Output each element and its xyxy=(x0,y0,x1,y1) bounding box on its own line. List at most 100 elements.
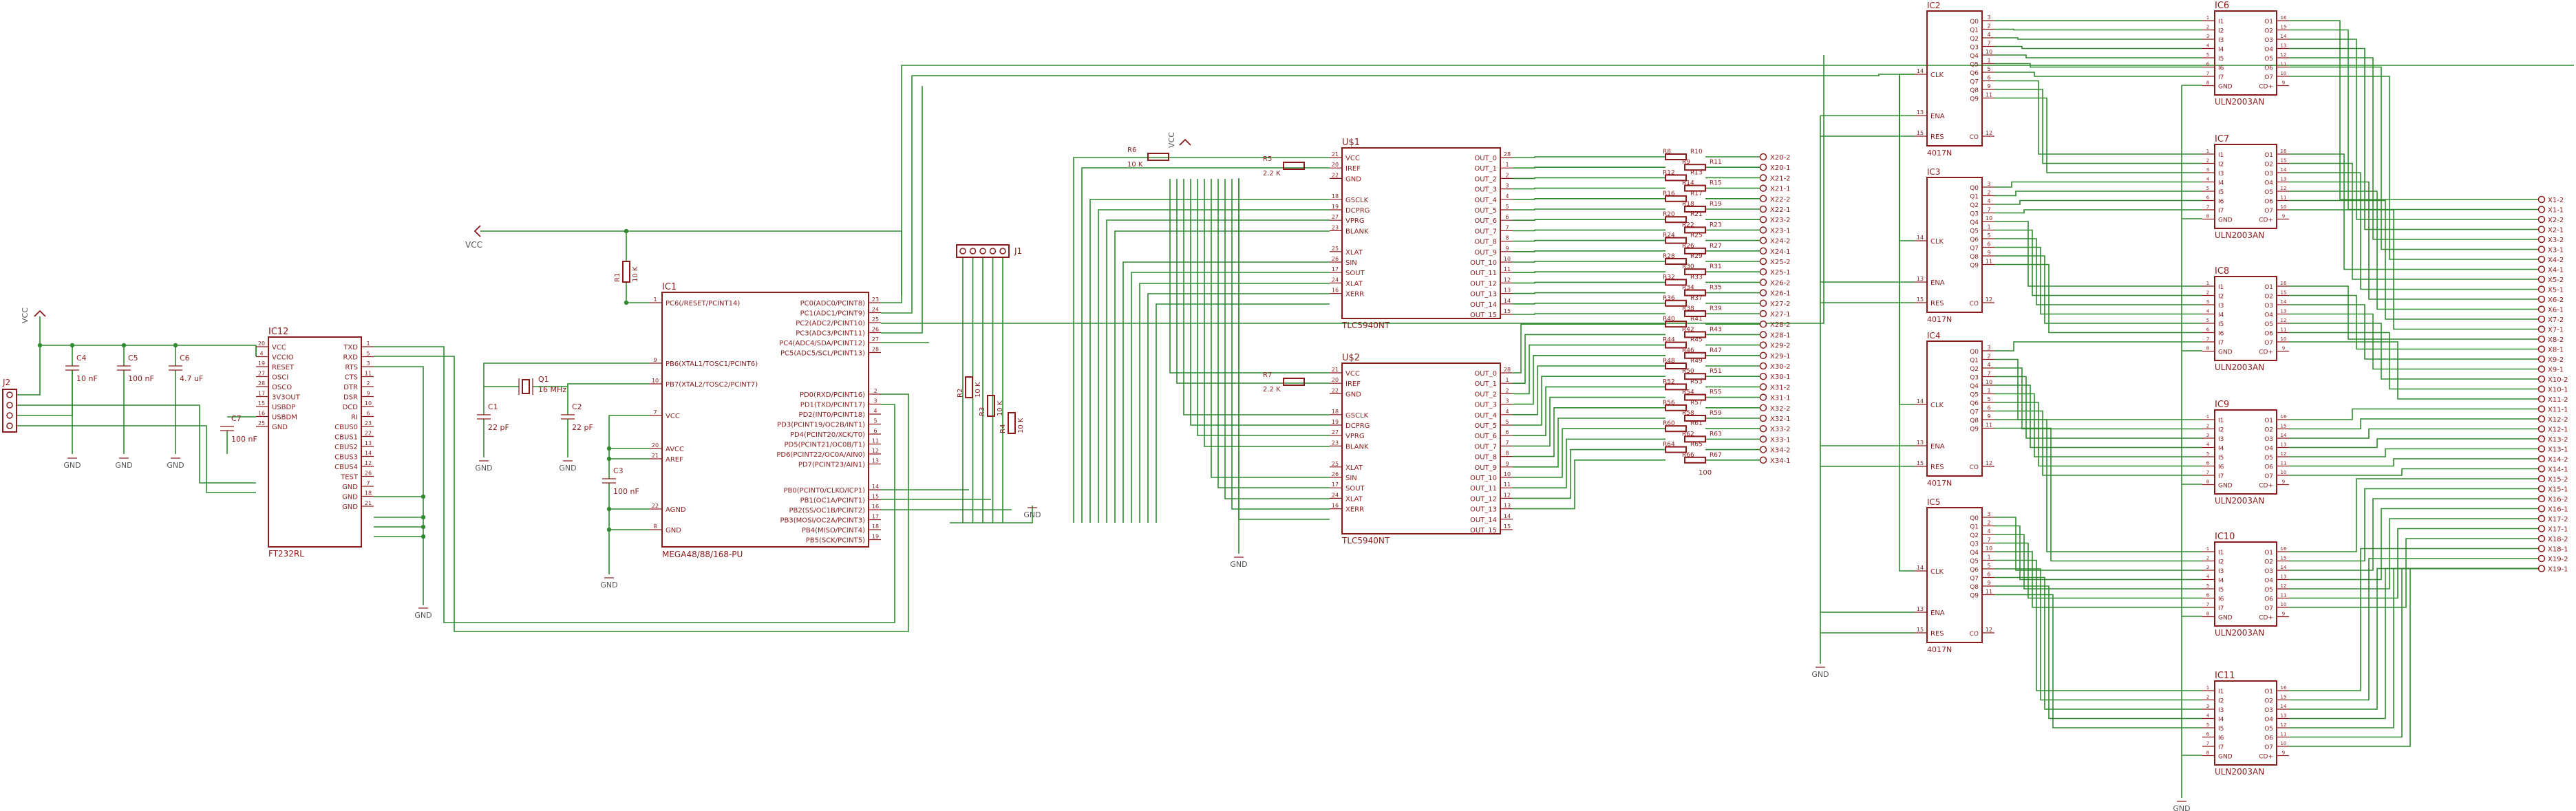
wire xyxy=(1994,576,2202,710)
pin-number: 7 xyxy=(653,409,657,415)
pin-label: OUT_9 xyxy=(1474,249,1497,257)
pin-label: I5 xyxy=(2218,455,2224,462)
pin-label: PC3(ADC3/PCINT11) xyxy=(796,330,865,338)
wire xyxy=(39,316,255,346)
uln2003-6-name: IC11 xyxy=(2215,671,2235,681)
pin-number: 13 xyxy=(2281,43,2287,49)
connector-label: X9-2 xyxy=(2548,356,2564,364)
resistor-name: R50 xyxy=(1682,368,1694,375)
junction-dot xyxy=(421,524,426,530)
wire xyxy=(1513,303,1665,305)
pin-number: 1 xyxy=(2206,281,2209,286)
resistor-value: 2.2 K xyxy=(1263,386,1281,393)
wire xyxy=(2289,558,2538,701)
pin-number: 11 xyxy=(1504,482,1511,488)
pin-number: 10 xyxy=(1504,471,1511,477)
pin-label: I4 xyxy=(2218,180,2224,187)
resistor-value: 10 K xyxy=(1127,161,1143,169)
pin-number: 17 xyxy=(1332,266,1339,272)
connector-label: X29-2 xyxy=(1770,343,1791,350)
pin-number: 16 xyxy=(258,411,265,417)
cap-name: C2 xyxy=(572,402,582,411)
wire xyxy=(2289,323,2538,380)
resistor-name: R3 xyxy=(979,407,986,416)
wire xyxy=(1994,542,2202,599)
pin-number: 9 xyxy=(1505,461,1509,467)
vcc-arrow xyxy=(1179,138,1191,146)
connector-pad xyxy=(1759,153,1767,161)
pin-label: PB7(XTAL2/TOSC2/PCINT7) xyxy=(666,381,758,389)
pin-label: SOUT xyxy=(1345,270,1365,277)
wire xyxy=(2289,66,2538,250)
wire xyxy=(1994,534,2202,590)
capacitor: C64.7 uF xyxy=(169,354,203,383)
pin-label: CD+ xyxy=(2259,84,2273,91)
connector-label: X18-2 xyxy=(2548,536,2568,543)
resistor-value: R61 xyxy=(1690,420,1703,427)
vcc-label: VCC xyxy=(21,307,30,323)
wire xyxy=(1513,376,1665,426)
resistor-name: R34 xyxy=(1682,285,1694,292)
pin-number: 24 xyxy=(1332,277,1339,283)
resistor-value: R59 xyxy=(1710,410,1722,417)
pin-number: 9 xyxy=(2282,750,2285,756)
pin-label: Q5 xyxy=(1970,228,1979,235)
pin-label: I4 xyxy=(2218,717,2224,724)
pin-label: O7 xyxy=(2264,208,2273,215)
pin-label: PB6(XTAL1/TOSC1/PCINT6) xyxy=(666,360,758,368)
gnd-tlc: GND xyxy=(1230,556,1248,569)
resistor-value: R17 xyxy=(1690,191,1703,197)
pin-number: 5 xyxy=(2206,722,2209,728)
pin-label: I3 xyxy=(2218,568,2224,575)
resistor-name: R62 xyxy=(1682,431,1694,437)
vcc-symbol: VCC xyxy=(465,225,482,250)
pin-label: PC2(ADC2/PCINT10) xyxy=(796,320,865,327)
pin-number: 12 xyxy=(1504,492,1511,498)
resistor-value: R29 xyxy=(1690,253,1703,260)
connector-label: X17-1 xyxy=(2548,526,2568,534)
wire xyxy=(2289,508,2538,581)
pin-label: GND xyxy=(2218,615,2233,622)
pin-number: 28 xyxy=(1504,151,1511,158)
tlc5940-1-body xyxy=(1341,147,1501,319)
pin-number: 9 xyxy=(366,391,370,397)
pin-number: 8 xyxy=(2206,80,2209,86)
pin-number: 4 xyxy=(2206,43,2210,49)
pin-number: 3 xyxy=(2206,433,2209,438)
connector-label: X26-1 xyxy=(1770,290,1791,298)
pin-label: PD1(TXD/PCINT17) xyxy=(800,402,865,409)
connector-pad xyxy=(1759,310,1767,318)
wire xyxy=(2289,488,2538,562)
pin-number: 26 xyxy=(872,327,879,333)
connector-pad xyxy=(2537,365,2546,373)
wire xyxy=(1183,179,1330,415)
pin-number: 7 xyxy=(2206,71,2209,76)
pin-number: 9 xyxy=(2282,346,2285,352)
pin-label: RES xyxy=(1930,300,1944,307)
pin-number: 7 xyxy=(1987,371,1990,377)
pin-number: 12 xyxy=(2281,186,2287,191)
pin-number: 10 xyxy=(1504,256,1511,262)
connector-label: X13-1 xyxy=(2548,446,2568,454)
pin-number: 24 xyxy=(1332,492,1339,498)
pin-number: 5 xyxy=(1987,396,1990,402)
resistor-body xyxy=(1283,162,1305,170)
pin-number: 13 xyxy=(2281,574,2287,580)
pin-label: PB3(MOSI/OC2A/PCINT3) xyxy=(780,517,865,525)
uln2003-1-value: ULN2003AN xyxy=(2215,97,2264,107)
pin-label: I1 xyxy=(2218,418,2224,424)
wire xyxy=(2289,29,2538,210)
wire xyxy=(1513,166,1665,169)
connector-label: X23-2 xyxy=(1770,217,1791,224)
pin-label: OUT_10 xyxy=(1470,259,1497,267)
connector-pad xyxy=(1759,184,1767,192)
pin-label: DTR xyxy=(343,384,358,391)
